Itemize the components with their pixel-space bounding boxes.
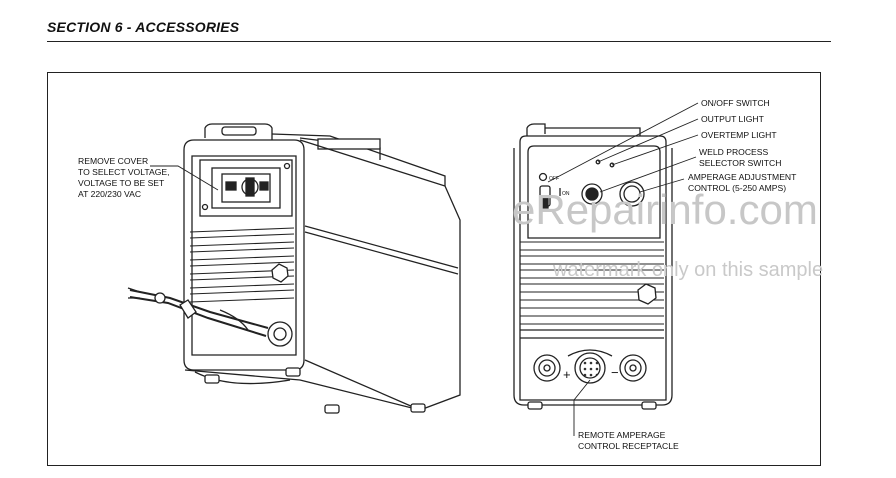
svg-text:AT 220/230 VAC: AT 220/230 VAC — [78, 189, 141, 199]
on-mark: ON — [562, 191, 570, 197]
leader-lines — [150, 102, 699, 436]
section-title: SECTION 6 - ACCESSORIES — [47, 19, 240, 35]
svg-text:CONTROL RECEPTACLE: CONTROL RECEPTACLE — [578, 441, 679, 451]
svg-text:VOLTAGE TO BE SET: VOLTAGE TO BE SET — [78, 178, 165, 188]
label-amperage-adjustment: AMPERAGE ADJUSTMENT CONTROL (5-250 AMPS) — [688, 172, 797, 193]
label-on-off-switch: ON/OFF SWITCH — [701, 98, 770, 108]
title-rule — [47, 41, 831, 42]
diagram-frame — [47, 72, 821, 466]
watermark-brand: eRepairinfo.com — [512, 186, 818, 233]
label-remote-amperage: REMOTE AMPERAGE CONTROL RECEPTACLE — [578, 430, 679, 451]
svg-text:CONTROL (5-250 AMPS): CONTROL (5-250 AMPS) — [688, 183, 786, 193]
plus-mark: + — [563, 367, 571, 382]
label-output-light: OUTPUT LIGHT — [701, 114, 765, 124]
svg-text:AMPERAGE ADJUSTMENT: AMPERAGE ADJUSTMENT — [688, 172, 797, 182]
svg-text:REMOTE AMPERAGE: REMOTE AMPERAGE — [578, 430, 666, 440]
label-weld-process: WELD PROCESS SELECTOR SWITCH — [699, 147, 781, 168]
svg-text:REMOVE COVER: REMOVE COVER — [78, 156, 148, 166]
welder-left — [127, 123, 461, 414]
minus-mark: − — [611, 365, 619, 380]
svg-text:TO SELECT VOLTAGE,: TO SELECT VOLTAGE, — [78, 167, 170, 177]
label-overtemp-light: OVERTEMP LIGHT — [701, 130, 777, 140]
svg-text:WELD PROCESS: WELD PROCESS — [699, 147, 769, 157]
watermark-note: watermark only on this sample — [552, 259, 823, 281]
svg-text:SELECTOR SWITCH: SELECTOR SWITCH — [699, 158, 781, 168]
welder-right — [513, 123, 673, 410]
label-remove-cover: REMOVE COVER TO SELECT VOLTAGE, VOLTAGE … — [78, 156, 170, 199]
